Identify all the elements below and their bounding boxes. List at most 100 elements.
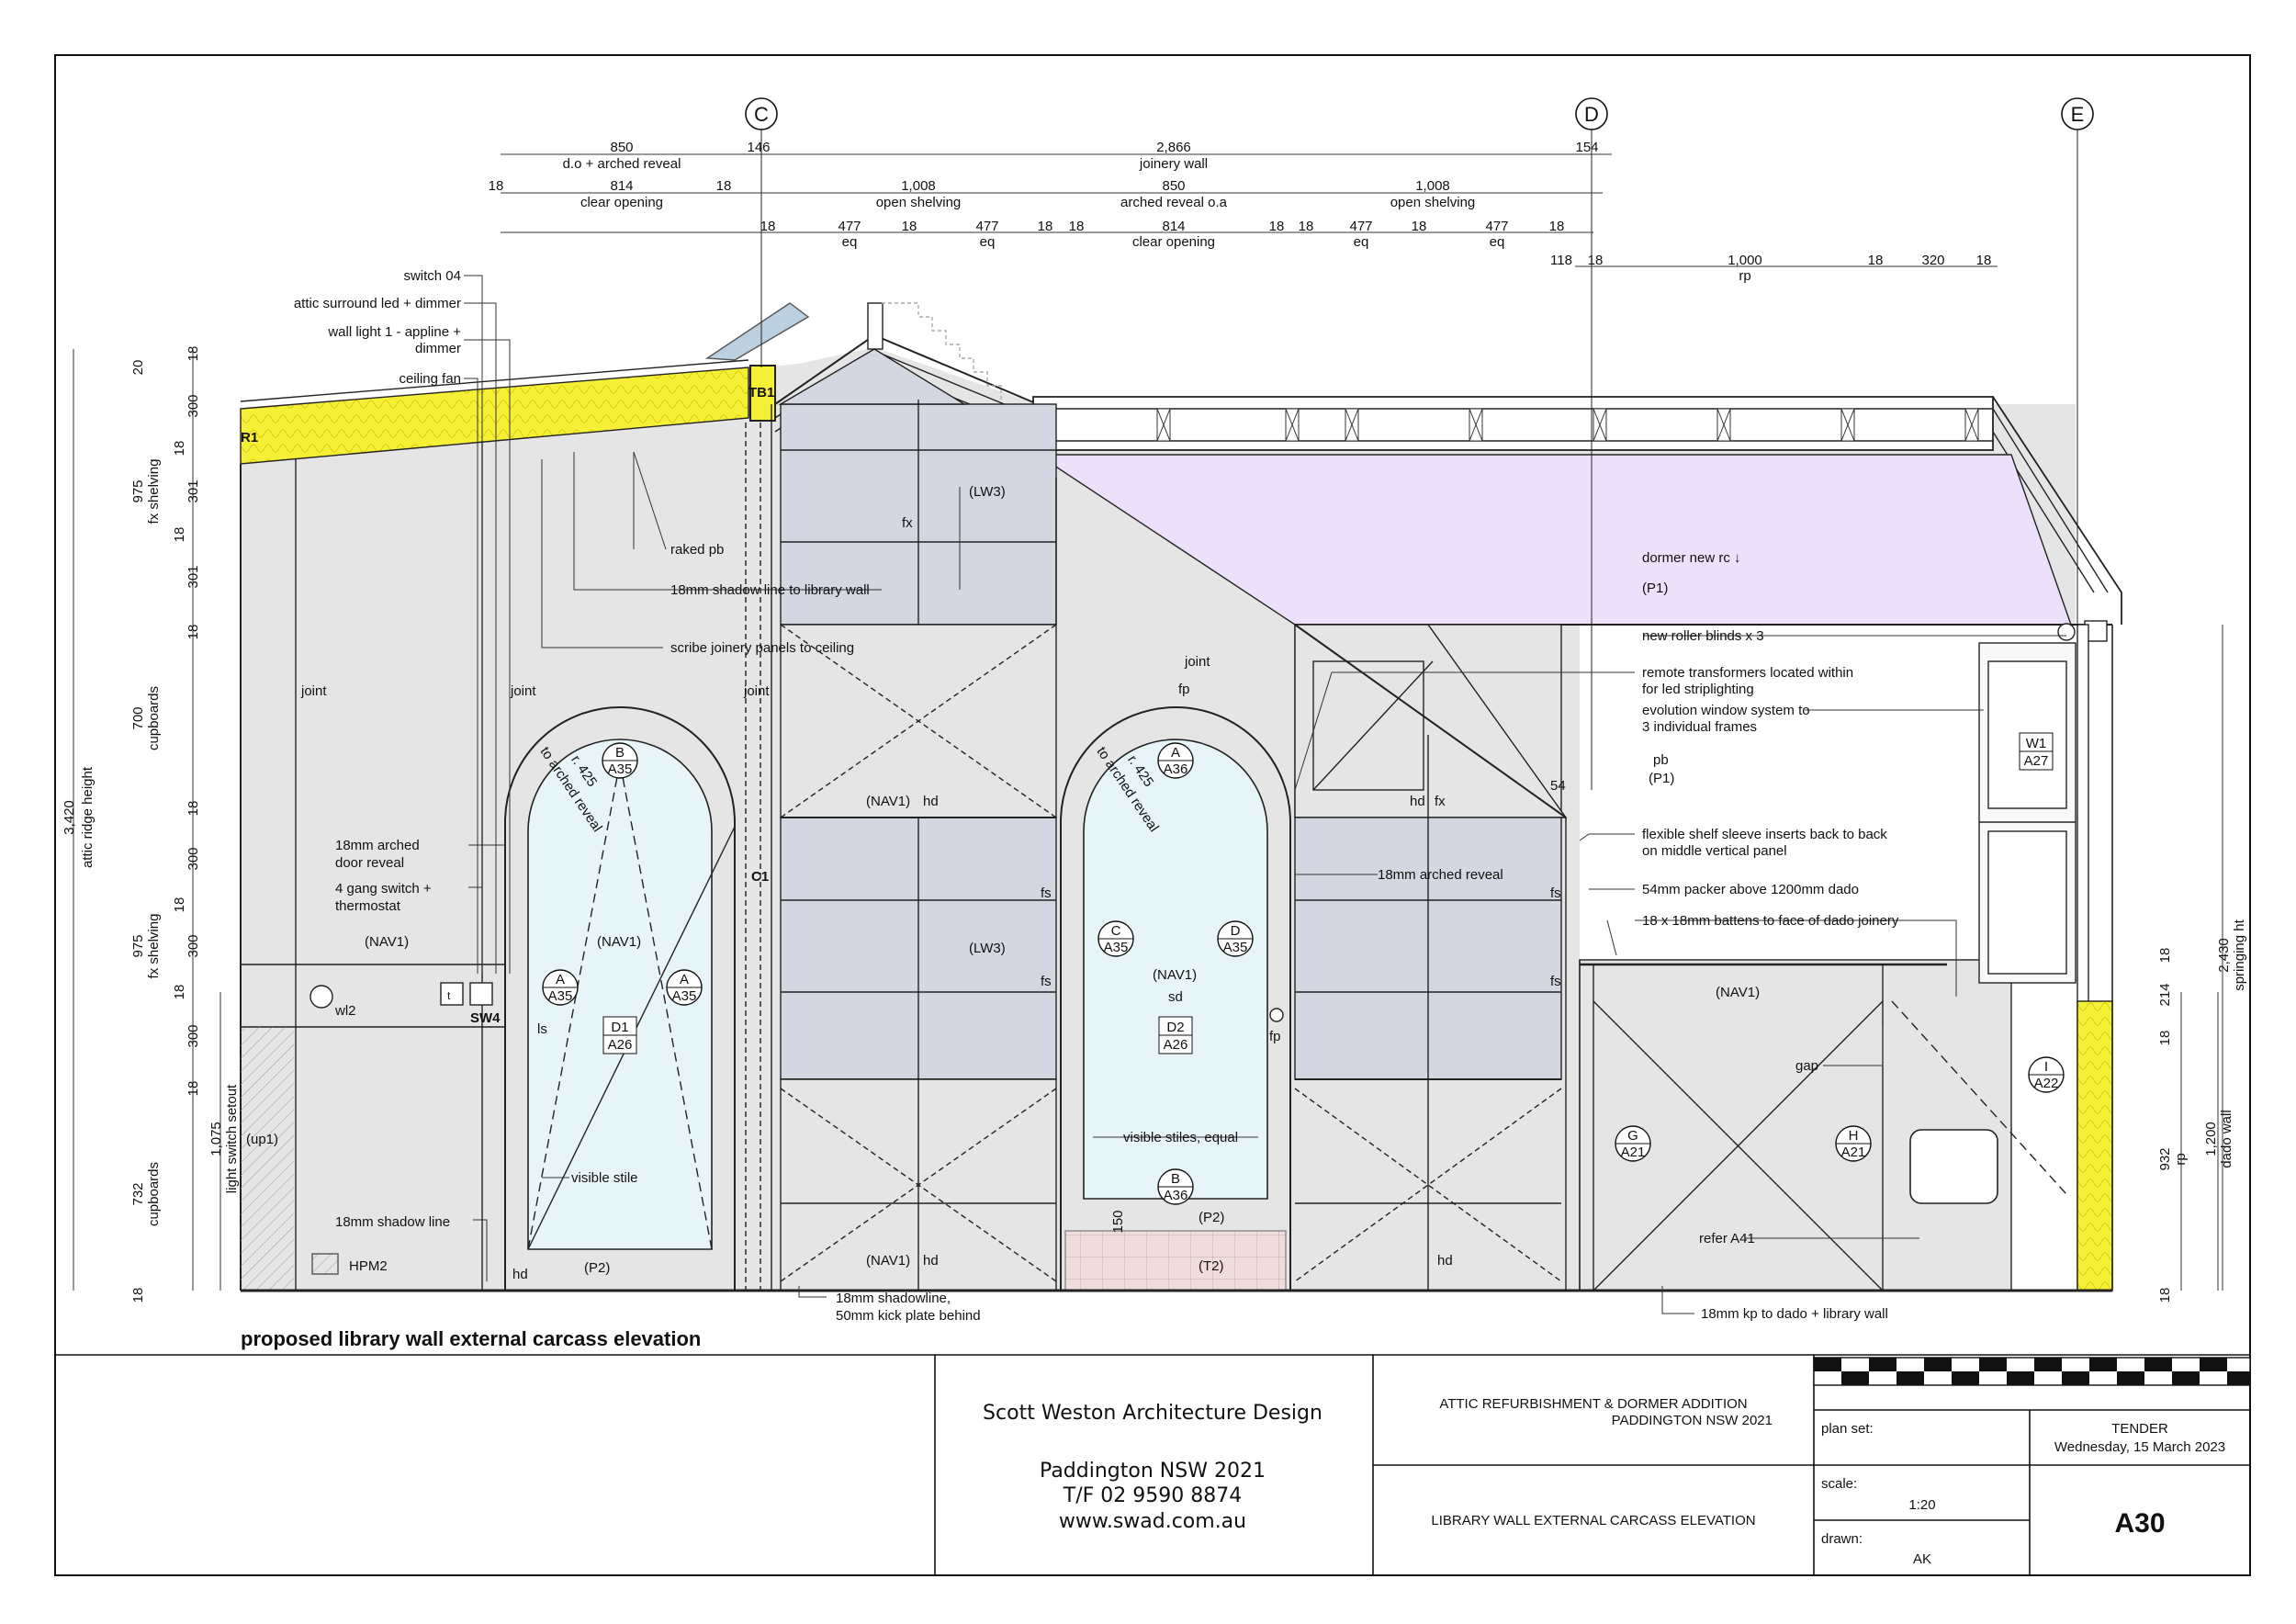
note-text: fs [1041, 974, 1052, 989]
note-text: hd [1410, 794, 1425, 809]
note-text: SW4 [470, 1010, 501, 1026]
note-text: (P2) [1199, 1210, 1224, 1225]
elevation-drawing [240, 129, 2122, 1292]
dim-text: 118 [1550, 253, 1572, 268]
roof-insulation-r1 [240, 367, 749, 465]
tag-top: C [1111, 923, 1121, 939]
dim-text: 975 [130, 934, 146, 957]
drawn-label: drawn: [1821, 1531, 1863, 1547]
tag-bottom: A35 [672, 988, 697, 1004]
dim-text: 154 [1575, 140, 1598, 155]
dim-text: 2,866 [1156, 140, 1191, 155]
note-text: gap [1795, 1058, 1818, 1074]
tag-bottom: A26 [1164, 1037, 1188, 1053]
dim-text: eq [1490, 234, 1505, 250]
tag-bottom: A36 [1164, 1188, 1188, 1203]
dim-text: 814 [610, 178, 633, 194]
sheet-title: LIBRARY WALL EXTERNAL CARCASS ELEVATION [1431, 1513, 1755, 1528]
gridline-d: D [1575, 97, 1608, 130]
sheet-info: plan set: TENDER Wednesday, 15 March 202… [1821, 1421, 2225, 1567]
tag-top: B [1171, 1171, 1180, 1187]
note-text: (NAV1) [365, 934, 409, 950]
note-text: (T2) [1199, 1258, 1224, 1274]
dim-text: 477 [838, 219, 861, 234]
dim-text: clear opening [1132, 234, 1215, 250]
note-text: 18 x 18mm battens to face of dado joiner… [1642, 913, 1899, 929]
note-text: fx [1435, 794, 1446, 809]
dim-text: 814 [1162, 219, 1185, 234]
note-text: joint [300, 683, 327, 699]
note-text: 3 individual frames [1642, 719, 1757, 735]
issue-date: Wednesday, 15 March 2023 [2054, 1439, 2225, 1455]
dim-text: 300 [186, 934, 201, 957]
dim-text: 18 [172, 441, 187, 457]
gridline-d-label: D [1584, 103, 1599, 126]
tag-top: D1 [611, 1020, 628, 1035]
dim-text: 20 [130, 360, 146, 376]
dimension-lines [73, 153, 2223, 1291]
note-text: (up1) [246, 1132, 278, 1147]
section-tag: A A35 [666, 969, 703, 1006]
tag-top: A [556, 972, 565, 987]
note-text: for led striplighting [1642, 682, 1754, 697]
note-text: 18mm shadowline, [836, 1291, 951, 1306]
note-text: fs [1550, 885, 1561, 901]
tag-bottom: A36 [1164, 761, 1188, 777]
note-text: (NAV1) [1716, 985, 1760, 1000]
note-text: (P2) [584, 1260, 610, 1276]
note-text: 4 gang switch + [335, 881, 432, 897]
note-text: attic surround led + dimmer [294, 296, 461, 311]
dim-text: 320 [1921, 253, 1944, 268]
project-block: ATTIC REFURBISHMENT & DORMER ADDITION PA… [1431, 1396, 1773, 1528]
dim-text: eq [1354, 234, 1369, 250]
dim-text: springing ht [2232, 919, 2247, 990]
note-text: wall light 1 - appline + [327, 324, 461, 340]
dim-text: d.o + arched reveal [563, 156, 681, 172]
dim-text: 18 [1299, 219, 1314, 234]
dim-text: 18 [1976, 253, 1992, 268]
tag-bottom: A27 [2024, 753, 2049, 769]
dim-text: open shelving [876, 195, 962, 210]
dim-text: 2,430 [2216, 938, 2232, 973]
note-text: refer A41 [1699, 1231, 1755, 1246]
tag-bottom: A21 [1621, 1145, 1646, 1160]
dim-text: 18 [1069, 219, 1085, 234]
right-notes: dormer new rc ↓ (P1) new roller blinds x… [1642, 550, 1899, 1246]
note-text: fs [1550, 974, 1561, 989]
section-tag: A A36 [1157, 742, 1194, 779]
dim-text: 1,008 [901, 178, 936, 194]
tag-top: A [1171, 745, 1180, 761]
dim-text: 18 [489, 178, 504, 194]
dim-text: 18 [716, 178, 732, 194]
drawn-value: AK [1913, 1551, 1931, 1567]
dim-text: 18 [2157, 1031, 2173, 1046]
dim-text: 732 [130, 1182, 146, 1205]
gridline-c: C [745, 97, 778, 130]
note-text: ceiling fan [399, 371, 461, 387]
dim-text: 932 [2157, 1147, 2173, 1170]
dim-text: 850 [610, 140, 633, 155]
dim-text: 477 [1349, 219, 1372, 234]
tag-bottom: A35 [1223, 940, 1248, 955]
note-text: visible stiles, equal [1123, 1130, 1238, 1145]
firm-website: www.swad.com.au [1059, 1510, 1246, 1533]
note-text: scribe joinery panels to ceiling [670, 640, 854, 656]
tag-bottom: A26 [608, 1037, 633, 1053]
note-text: dimmer [415, 341, 461, 356]
dim-text: clear opening [580, 195, 663, 210]
dim-text: arched reveal o.a [1120, 195, 1228, 210]
note-text: ls [537, 1021, 547, 1037]
dim-text: 18 [186, 625, 201, 640]
tag-bottom: A35 [1104, 940, 1129, 955]
tag-top: I [2044, 1059, 2048, 1075]
dim-text: rp [1739, 268, 1750, 284]
tag-top: H [1849, 1128, 1859, 1144]
note-text: 18mm arched [335, 838, 420, 853]
dim-text: fx shelving [146, 914, 162, 979]
dim-text: 18 [760, 219, 776, 234]
dim-text: 18 [1549, 219, 1565, 234]
dim-text: 300 [186, 847, 201, 870]
section-tag: A A35 [542, 969, 579, 1006]
dim-text: light switch setout [224, 1084, 240, 1193]
dim-text: 301 [186, 565, 201, 588]
